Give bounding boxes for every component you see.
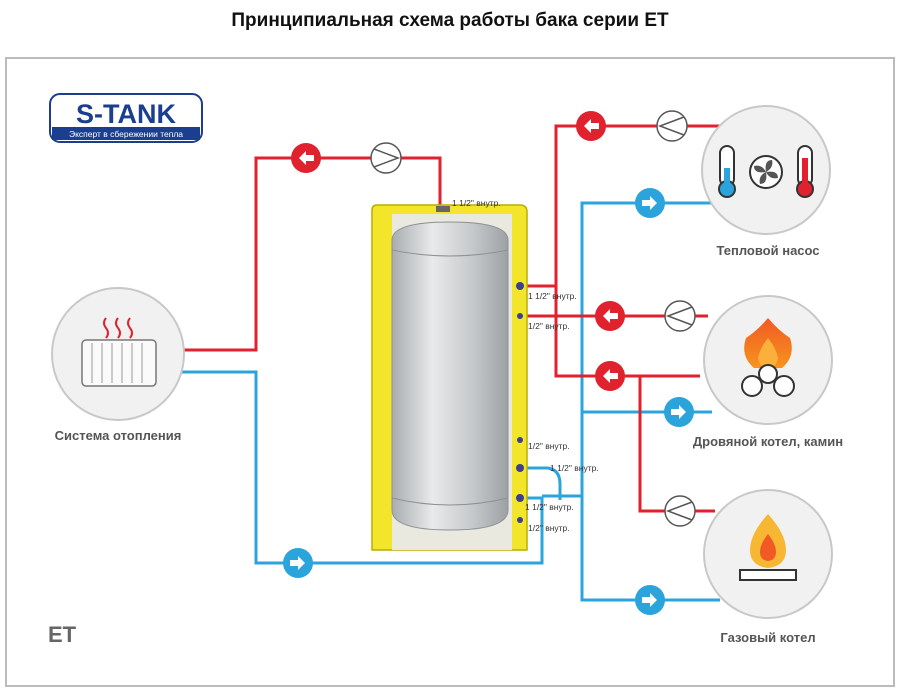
thermometer-icon	[718, 145, 736, 198]
model-code: ЕТ	[48, 622, 77, 647]
heat-pump-supply-pipe	[520, 124, 720, 288]
firewood-icon	[741, 364, 795, 397]
page-title: Принципиальная схема работы бака серии Е…	[231, 10, 669, 31]
port-label-top: 1 1/2" внутр.	[452, 198, 501, 208]
cold-flow-arrow-icon	[635, 585, 665, 615]
gas-boiler-node	[703, 489, 833, 619]
tank-ports	[516, 282, 524, 523]
hot-flow-arrow-icon	[291, 143, 321, 173]
cold-flow-arrow-icon	[635, 188, 665, 218]
pump-icon	[656, 110, 688, 142]
s-tank-logo: S-TANK Эксперт в сбережении тепла	[49, 93, 203, 143]
heating-supply-pipe	[158, 156, 442, 352]
logo-brand: S-TANK	[76, 99, 176, 129]
heat-pump-label: Тепловой насос	[716, 243, 819, 258]
heating-system-label: Система отопления	[55, 428, 182, 443]
cold-flow-arrow-icon	[283, 548, 313, 578]
wood-boiler-node	[703, 295, 833, 425]
cold-flow-arrow-icon	[664, 397, 694, 427]
storage-tank	[371, 204, 528, 551]
flame-icon	[744, 318, 792, 370]
gas-flame-icon	[739, 514, 797, 581]
heating-return-pipe	[158, 370, 544, 565]
port-label-r3: 1/2" внутр.	[528, 441, 570, 451]
pump-icon	[664, 495, 696, 527]
hot-flow-arrow-icon	[595, 361, 625, 391]
port-label-r5: 1 1/2" внутр.	[525, 502, 574, 512]
radiator-icon	[81, 317, 157, 387]
pump-icon	[370, 142, 402, 174]
port-label-r6: 1/2" внутр.	[528, 523, 570, 533]
fan-icon	[749, 155, 783, 189]
heat-pump-node	[701, 105, 831, 235]
hot-flow-arrow-icon	[595, 301, 625, 331]
pump-icon	[664, 300, 696, 332]
heating-system-node	[51, 287, 185, 421]
hot-flow-arrow-icon	[576, 111, 606, 141]
port-label-r4: 1 1/2" внутр.	[550, 463, 599, 473]
logo-tagline: Эксперт в сбережении тепла	[69, 129, 183, 139]
port-label-r2: 1/2" внутр.	[528, 321, 570, 331]
port-label-r1: 1 1/2" внутр.	[528, 291, 577, 301]
thermometer-icon	[796, 145, 814, 198]
gas-boiler-label: Газовый котел	[720, 630, 815, 645]
wood-boiler-label: Дровяной котел, камин	[693, 434, 843, 449]
